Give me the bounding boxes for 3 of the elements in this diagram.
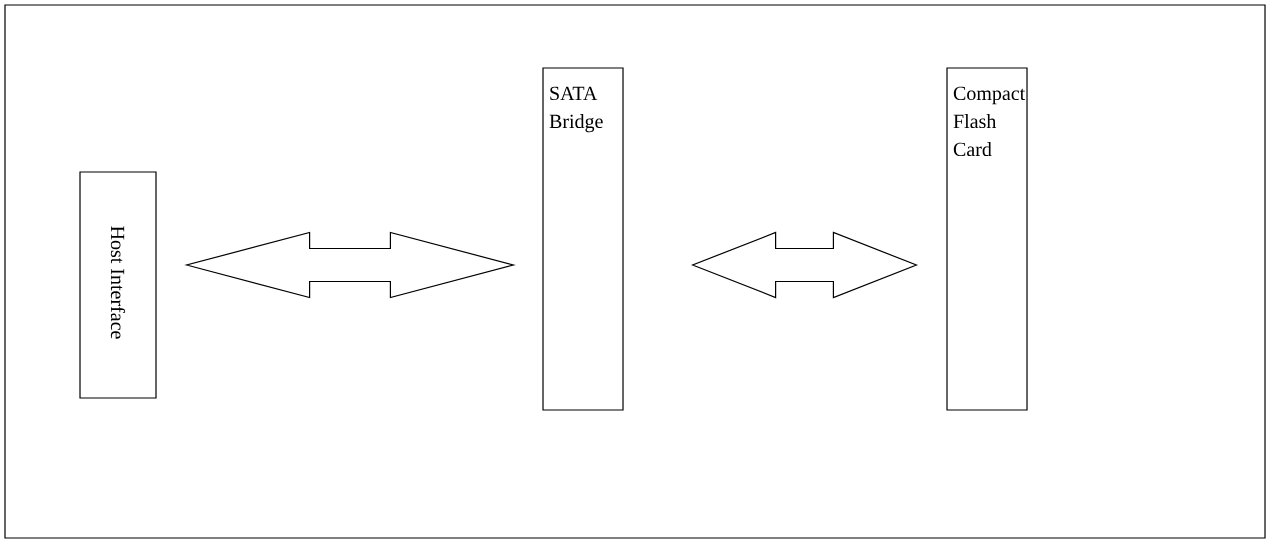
component-box: SATA Bridge [542,67,624,411]
component-box: Compact Flash Card [946,67,1028,411]
component-box: Host Interface [79,171,157,399]
